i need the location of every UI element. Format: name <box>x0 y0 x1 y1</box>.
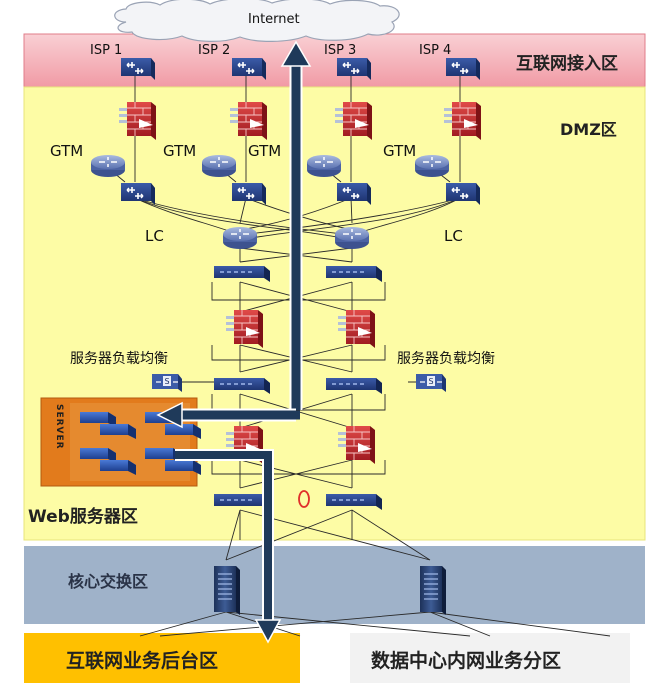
gtm-2-label: GTM <box>163 142 197 160</box>
traffic-flow-arrow <box>156 40 312 429</box>
internet-label: Internet <box>248 12 300 27</box>
internet-backend-zone <box>24 633 300 683</box>
lc-right-label: LC <box>444 227 463 245</box>
gtm1-router-icon <box>90 154 126 178</box>
gtm4-router-icon <box>414 154 450 178</box>
backend-flow-arrow <box>175 449 282 644</box>
isp-3-label: ISP 3 <box>324 43 357 58</box>
lc-right-router-icon <box>334 226 370 250</box>
network-links <box>107 70 611 637</box>
server-lb-right-label: 服务器负载均衡 <box>397 351 495 367</box>
gtm3-router-icon <box>306 154 342 178</box>
dc-intranet-zone-label: 数据中心内网业务分区 <box>371 650 562 672</box>
isp-2-label: ISP 2 <box>198 43 231 58</box>
gtm2-router-icon <box>201 154 237 178</box>
gtm-4-label: GTM <box>383 142 417 160</box>
lc-left-label: LC <box>145 227 164 245</box>
core-switch-zone-label: 核心交换区 <box>68 572 149 591</box>
dmz-zone-label: DMZ区 <box>560 120 617 139</box>
gtm-1-label: GTM <box>50 142 84 160</box>
isp-1-label: ISP 1 <box>90 43 123 58</box>
internet-cloud <box>114 0 400 42</box>
isp-4-label: ISP 4 <box>419 43 452 58</box>
core-server-right-icon <box>419 565 447 616</box>
dc-intranet-zone <box>350 633 630 683</box>
internet-access-zone-label: 互联网接入区 <box>516 54 618 74</box>
core-server-left-icon <box>213 565 241 616</box>
server-tag-label: SERVER <box>54 404 64 450</box>
lc-left-router-icon <box>222 226 258 250</box>
server-lb-left-label: 服务器负载均衡 <box>70 351 168 367</box>
gtm-3-label: GTM <box>248 142 282 160</box>
core-switch-zone <box>24 546 645 624</box>
heartbeat-bottom <box>298 490 310 508</box>
internet-backend-zone-label: 互联网业务后台区 <box>66 650 219 672</box>
web-server-zone-label: Web服务器区 <box>28 507 138 527</box>
web-server-box <box>40 397 198 487</box>
